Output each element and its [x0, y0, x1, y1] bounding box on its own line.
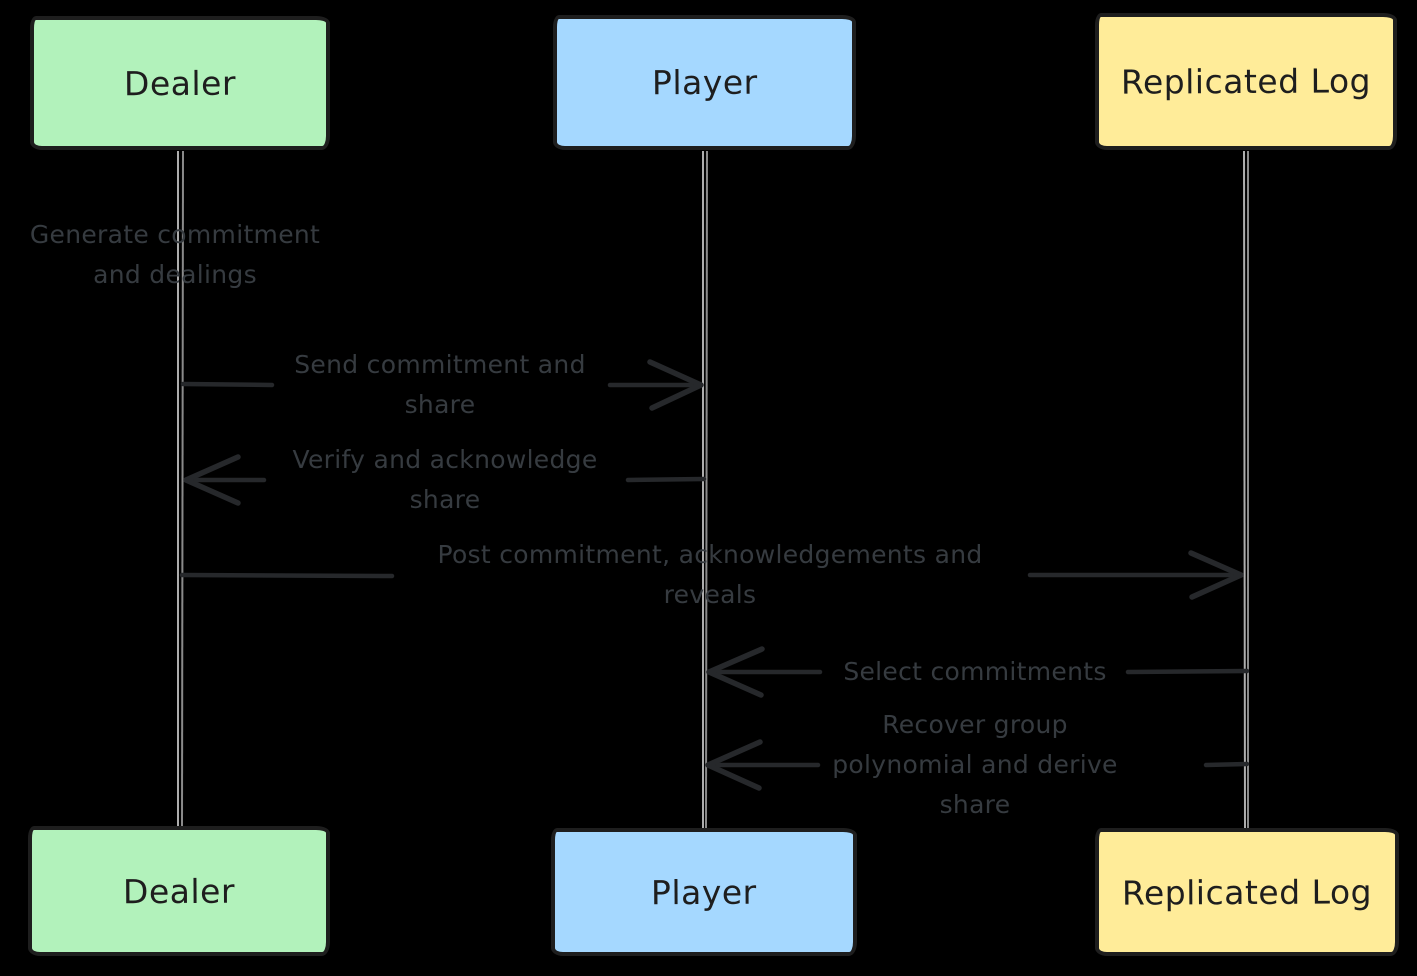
arrow-select-commitments — [706, 646, 1250, 698]
arrow-head-left-icon — [183, 454, 241, 506]
actor-label-replicated-log: Replicated Log — [1121, 871, 1373, 913]
actor-box-replicated-log-top: Replicated Log — [1095, 13, 1397, 150]
actor-box-replicated-log-bottom: Replicated Log — [1095, 828, 1399, 956]
actor-label-dealer: Dealer — [123, 63, 237, 103]
dealer-lifeline — [177, 150, 184, 829]
message-label-recover-polynomial: Recover group polynomial and derive shar… — [832, 710, 1118, 819]
arrow-send-commitment — [180, 359, 704, 411]
actor-box-dealer-bottom: Dealer — [28, 826, 330, 956]
actor-label-player: Player — [651, 62, 758, 103]
message-label-send-commitment: Send commitment and share — [294, 350, 586, 419]
arrow-post-commitment — [179, 550, 1244, 600]
note-generate-commitment: Generate commitment and dealings — [29, 220, 321, 289]
replicated-log-lifeline — [1243, 150, 1249, 831]
message-label-verify-acknowledge: Verify and acknowledge share — [292, 445, 598, 514]
arrow-head-left-icon — [706, 646, 765, 698]
arrow-verify-acknowledge — [183, 454, 707, 506]
arrow-head-left-icon — [705, 739, 763, 791]
arrow-head-right-icon — [647, 359, 704, 411]
actor-box-player-bottom: Player — [551, 828, 857, 956]
player-lifeline — [702, 150, 708, 831]
actor-box-player-top: Player — [553, 15, 856, 150]
message-label-select-commitments: Select commitments — [843, 657, 1107, 686]
actor-label-replicated-log: Replicated Log — [1120, 61, 1372, 102]
arrow-recover-polynomial — [705, 739, 1250, 791]
actor-box-dealer-top: Dealer — [30, 16, 330, 150]
arrow-head-right-icon — [1188, 550, 1244, 600]
actor-label-dealer: Dealer — [122, 871, 236, 911]
actor-label-player: Player — [651, 872, 757, 912]
message-label-post-commitment: Post commitment, acknowledgements and re… — [437, 540, 983, 609]
